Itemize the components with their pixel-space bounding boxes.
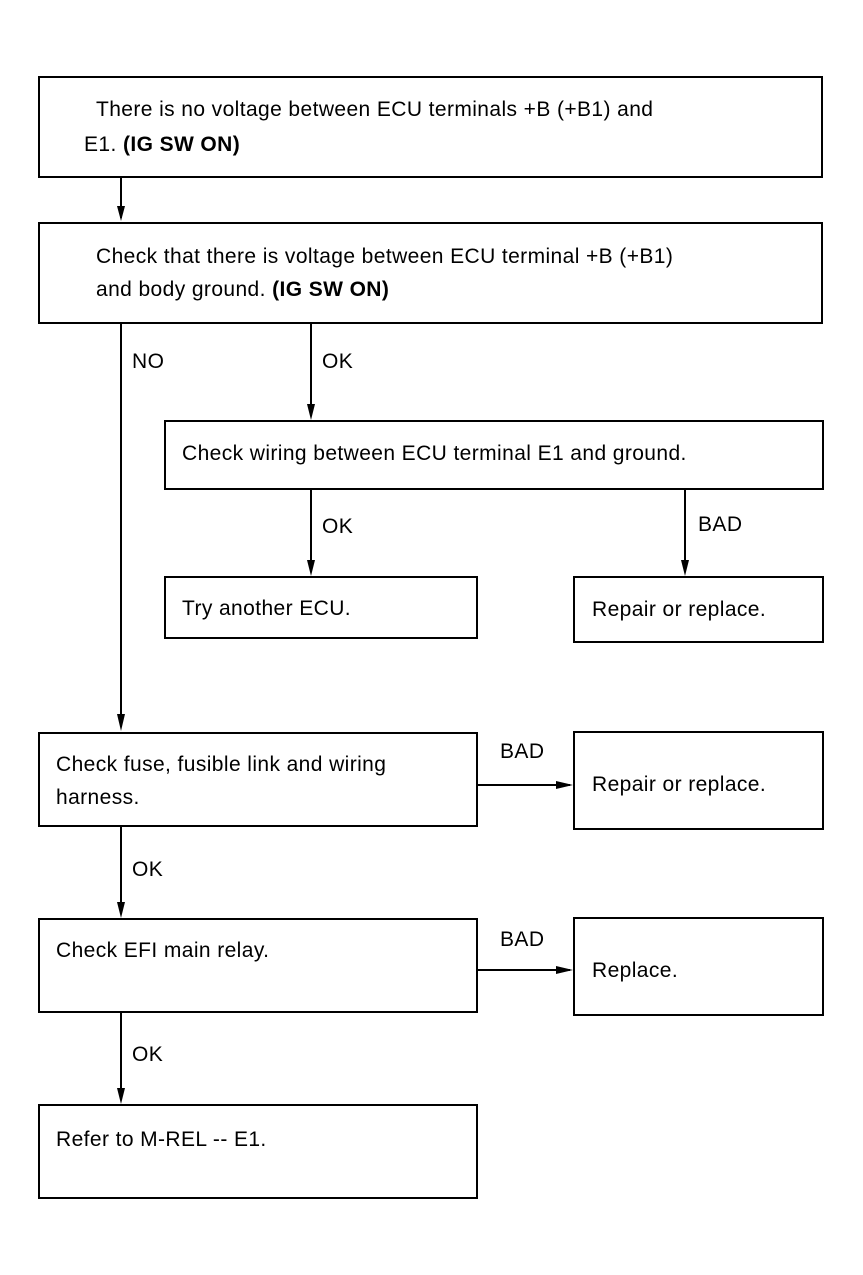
check-relay-text: Check EFI main relay.	[56, 939, 270, 962]
try-another-ecu-box: Try another ECU.	[164, 576, 478, 639]
arrowhead-icon	[307, 404, 315, 420]
arrowhead-icon	[117, 902, 125, 918]
start-condition-line1: There is no voltage between ECU terminal…	[96, 98, 654, 121]
replace-box: Replace.	[573, 917, 824, 1016]
arrowhead-icon	[117, 714, 125, 731]
replace-text: Replace.	[592, 959, 679, 982]
start-condition-line2: E1. (IG SW ON)	[84, 128, 240, 161]
label-ok-relay: OK	[132, 1043, 164, 1066]
check-wiring-e1-text: Check wiring between ECU terminal E1 and…	[182, 442, 687, 465]
label-ok-wiring: OK	[322, 515, 354, 538]
repair-replace-fuse-box: Repair or replace.	[573, 731, 824, 830]
arrowhead-icon	[117, 206, 125, 221]
check-fuse-box: Check fuse, fusible link and wiring harn…	[38, 732, 478, 827]
check-voltage-box: Check that there is voltage between ECU …	[38, 222, 823, 324]
arrowhead-icon	[681, 560, 689, 576]
repair-replace-wiring-text: Repair or replace.	[592, 598, 767, 621]
repair-replace-wiring-box: Repair or replace.	[573, 576, 824, 643]
start-condition-box: There is no voltage between ECU terminal…	[38, 76, 823, 178]
arrowhead-icon	[556, 966, 573, 974]
repair-replace-fuse-text: Repair or replace.	[592, 773, 767, 796]
arrowhead-icon	[556, 781, 573, 789]
check-voltage-line1: Check that there is voltage between ECU …	[96, 245, 674, 268]
label-bad-wiring: BAD	[698, 513, 743, 536]
try-another-ecu-text: Try another ECU.	[182, 597, 352, 620]
check-fuse-line2: harness.	[56, 786, 140, 809]
check-voltage-line2: and body ground. (IG SW ON)	[96, 273, 389, 306]
arrowhead-icon	[307, 560, 315, 576]
label-bad-relay: BAD	[500, 928, 545, 951]
check-wiring-e1-box: Check wiring between ECU terminal E1 and…	[164, 420, 824, 490]
refer-mrel-box: Refer to M-REL -- E1.	[38, 1104, 478, 1199]
start-condition-line2-text: E1.	[84, 133, 123, 156]
start-condition-ig-sw-on: (IG SW ON)	[122, 133, 241, 156]
label-ok-voltage: OK	[322, 350, 354, 373]
check-voltage-line2-text: and body ground.	[96, 278, 273, 301]
arrowhead-icon	[117, 1088, 125, 1104]
check-voltage-ig-sw-on: (IG SW ON)	[272, 278, 390, 301]
label-bad-fuse: BAD	[500, 740, 545, 763]
check-relay-box: Check EFI main relay.	[38, 918, 478, 1013]
refer-mrel-text: Refer to M-REL -- E1.	[56, 1128, 267, 1151]
label-no: NO	[132, 350, 165, 373]
label-ok-fuse: OK	[132, 858, 164, 881]
check-fuse-line1: Check fuse, fusible link and wiring	[56, 753, 387, 776]
